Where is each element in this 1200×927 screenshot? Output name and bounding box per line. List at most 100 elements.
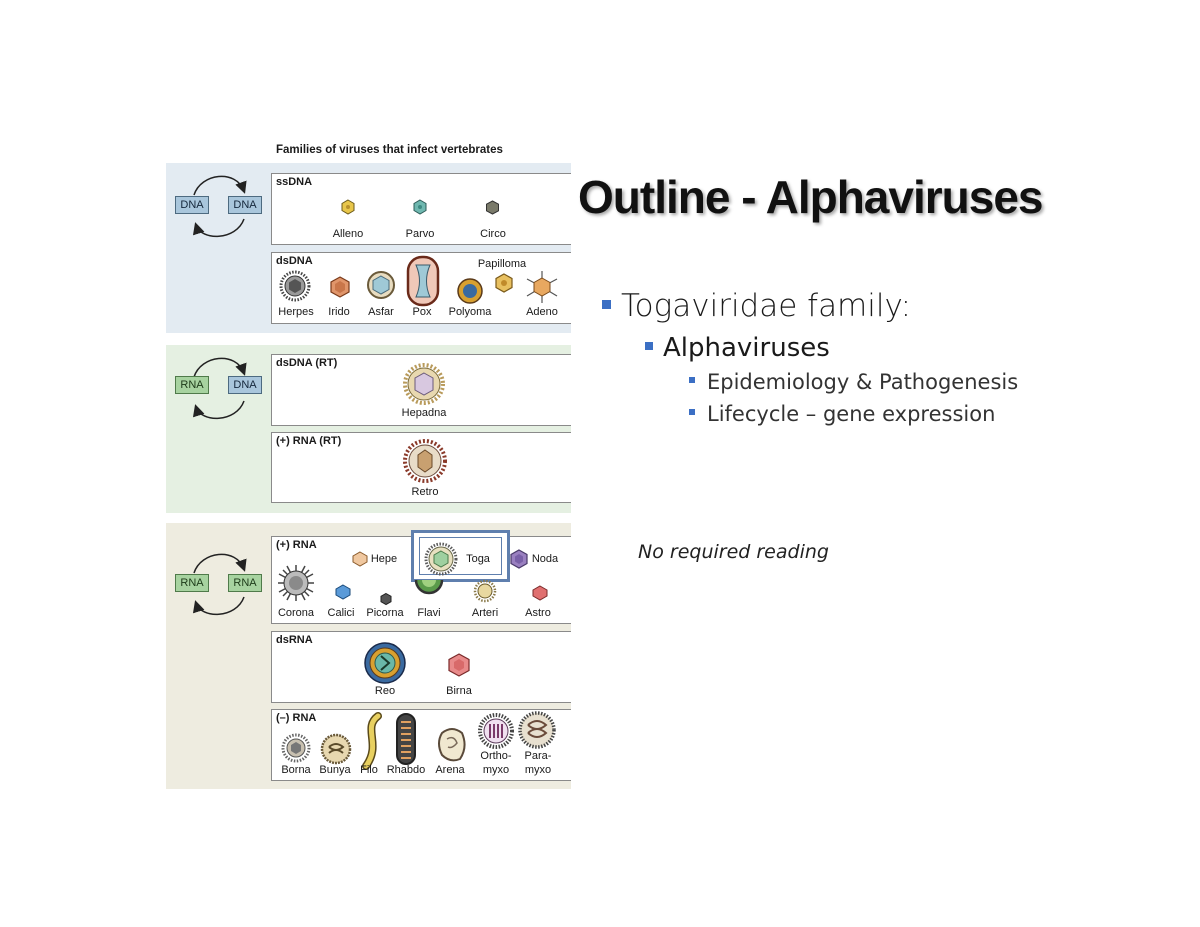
virus-label-reo: Reo [374,685,396,697]
virus-label-circo: Circo [480,228,506,240]
group-label: dsRNA [276,634,313,646]
genome-box-dna: DNA [228,196,262,214]
cycle-arrows-icon [192,553,247,616]
bullet-text: Epidemiology & Pathogenesis [707,370,1019,394]
slide-title: Outline - Alphaviruses [578,171,1044,223]
arteri-virion-icon [473,579,497,603]
bullet-square-icon [689,377,695,383]
herpes-virion-icon [279,270,311,302]
virus-label-bunya: Bunya [319,764,351,776]
virus-label-rhabdo: Rhabdo [386,764,426,776]
group-dsrna: dsRNA [271,631,571,703]
virus-label-herpes: Herpes [278,306,314,318]
bunya-virion-icon [320,733,352,765]
virus-label-borna: Borna [281,764,311,776]
bullet-level1: Togaviridae family: [602,288,911,324]
virus-label-retro: Retro [411,486,439,498]
genome-box-dna: DNA [228,376,262,394]
rhabdo-virion-icon [396,713,416,765]
corona-virion-icon [278,565,314,601]
replication-cycle-rna-dna: RNA DNA [166,355,276,445]
parvo-virion-icon [413,199,427,215]
bullet-text: Togaviridae family: [621,288,912,324]
asfar-virion-icon [367,271,395,299]
picorna-virion-icon [380,592,392,606]
virus-label-picorna: Picorna [366,607,404,619]
virus-label-flavi: Flavi [417,607,441,619]
group-label: ssDNA [276,176,313,188]
virus-label-toga: Toga [466,553,490,565]
bullet-text: Alphaviruses [663,333,830,363]
cycle-arrows-icon [192,175,247,238]
birna-virion-icon [448,653,470,677]
virus-label-irido: Irido [328,306,350,318]
flavi-virion-icon [414,579,444,595]
virus-label-noda: Noda [531,553,559,565]
cycle-arrows-icon [192,357,247,420]
replication-cycle-dna-dna: DNA DNA [166,173,276,263]
pox-virion-icon [406,255,440,307]
filo-virion-icon [362,712,382,770]
toga-virion-icon [424,542,458,576]
noda-virion-icon [510,549,528,569]
virus-label-calici: Calici [327,607,355,619]
virus-label-birna: Birna [446,685,472,697]
retro-virion-icon [403,439,447,483]
adeno-virion-icon [526,271,558,303]
virus-label-myxo: myxo [482,764,510,776]
toga-highlight-inner [419,537,502,575]
bullet-level3: Epidemiology & Pathogenesis [689,370,1018,394]
papilloma-virion-icon [495,273,513,293]
alleno-virion-icon [341,199,355,215]
group-minus-rna: (–) RNA [271,709,571,781]
virus-label-para: Para- [524,750,552,762]
toga-highlight-box [411,530,510,582]
borna-virion-icon [281,733,311,763]
replication-cycle-rna-rna: RNA RNA [166,551,276,641]
group-label: (–) RNA [276,712,317,724]
irido-virion-icon [330,276,350,298]
circo-virion-icon [486,200,499,215]
genome-box-rna: RNA [175,574,209,592]
virus-label-arteri: Arteri [471,607,499,619]
virus-label-asfar: Asfar [368,306,394,318]
virus-label-parvo: Parvo [405,228,435,240]
reo-virion-icon [364,642,406,684]
virus-label-hepe: Hepe [370,553,398,565]
virus-label-astro: Astro [525,607,551,619]
paramyxo-virion-icon [518,711,556,749]
virus-label-hepadna: Hepadna [401,407,447,419]
virus-label-myxo: myxo [524,764,552,776]
figure-title: Families of viruses that infect vertebra… [276,144,503,156]
virus-label-ortho: Ortho- [480,750,512,762]
hepadna-virion-icon [403,363,445,405]
astro-virion-icon [532,585,548,601]
calici-virion-icon [335,584,351,600]
genome-box-rna: RNA [175,376,209,394]
group-label: (+) RNA (RT) [276,435,342,447]
virus-label-corona: Corona [277,607,315,619]
arena-virion-icon [438,728,466,762]
virus-label-alleno: Alleno [332,228,364,240]
bullet-square-icon [602,300,611,309]
hepe-virion-icon [352,551,368,567]
virus-label-filo: Filo [360,764,378,776]
virus-label-polyoma: Polyoma [448,306,492,318]
polyoma-virion-icon [457,278,483,304]
virus-label-pox: Pox [412,306,432,318]
bullet-level2: Alphaviruses [645,333,830,363]
orthomyxo-virion-icon [478,713,514,749]
bullet-square-icon [645,341,653,350]
group-label: dsDNA (RT) [276,357,338,369]
group-label: dsDNA [276,255,313,267]
bullet-text: Lifecycle – gene expression [707,402,996,426]
genome-box-dna: DNA [175,196,209,214]
virus-label-arena: Arena [435,764,465,776]
bullet-level3: Lifecycle – gene expression [689,402,995,426]
genome-box-rna: RNA [228,574,262,592]
virus-label-papilloma: Papilloma [477,258,527,270]
group-label: (+) RNA [276,539,317,551]
bullet-square-icon [689,409,695,415]
virus-label-adeno: Adeno [526,306,558,318]
